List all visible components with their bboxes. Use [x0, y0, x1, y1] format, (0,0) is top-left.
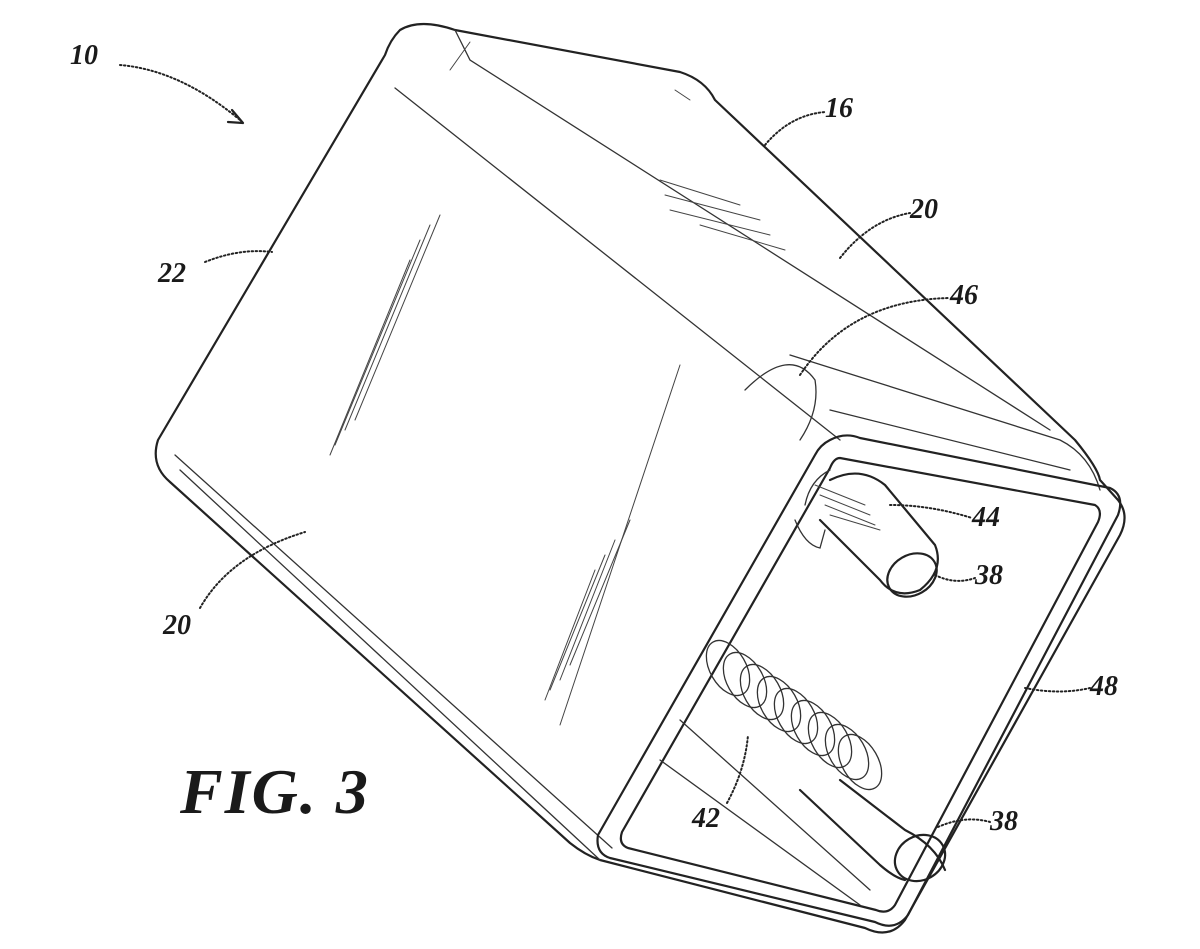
leader-42 [727, 735, 748, 803]
leader-38-upper [935, 575, 975, 581]
leader-10 [120, 65, 240, 120]
end-cap-top-line [790, 355, 1100, 490]
ref-label-46: 46 [950, 282, 978, 310]
top-edge-line [395, 88, 840, 440]
figure-caption: FIG. 3 [180, 760, 370, 824]
ref-label-16: 16 [825, 95, 853, 123]
spring-coils [697, 633, 890, 797]
open-end-outer-frame [598, 435, 1121, 925]
upper-clip [795, 520, 825, 548]
ref-label-42: 42 [692, 805, 720, 833]
ref-label-44: 44 [972, 504, 1000, 532]
lower-pin-body [800, 780, 945, 880]
leader-16 [765, 112, 825, 145]
ref-label-38-lower: 38 [990, 808, 1018, 836]
leader-22 [205, 251, 272, 262]
leader-46 [800, 298, 950, 375]
leader-20-front [200, 532, 305, 608]
ref-label-48: 48 [1090, 673, 1118, 701]
leader-38-lower [938, 819, 990, 827]
ref-label-20-top: 20 [910, 196, 938, 224]
ref-label-38-upper: 38 [975, 562, 1003, 590]
upper-pin-body [820, 474, 938, 594]
ref-label-22: 22 [158, 260, 186, 288]
front-face-shading [330, 215, 680, 725]
end-cap-curve [745, 365, 816, 440]
ref-label-10: 10 [70, 42, 98, 70]
ref-label-20-front: 20 [163, 612, 191, 640]
top-face-shading [450, 42, 785, 250]
